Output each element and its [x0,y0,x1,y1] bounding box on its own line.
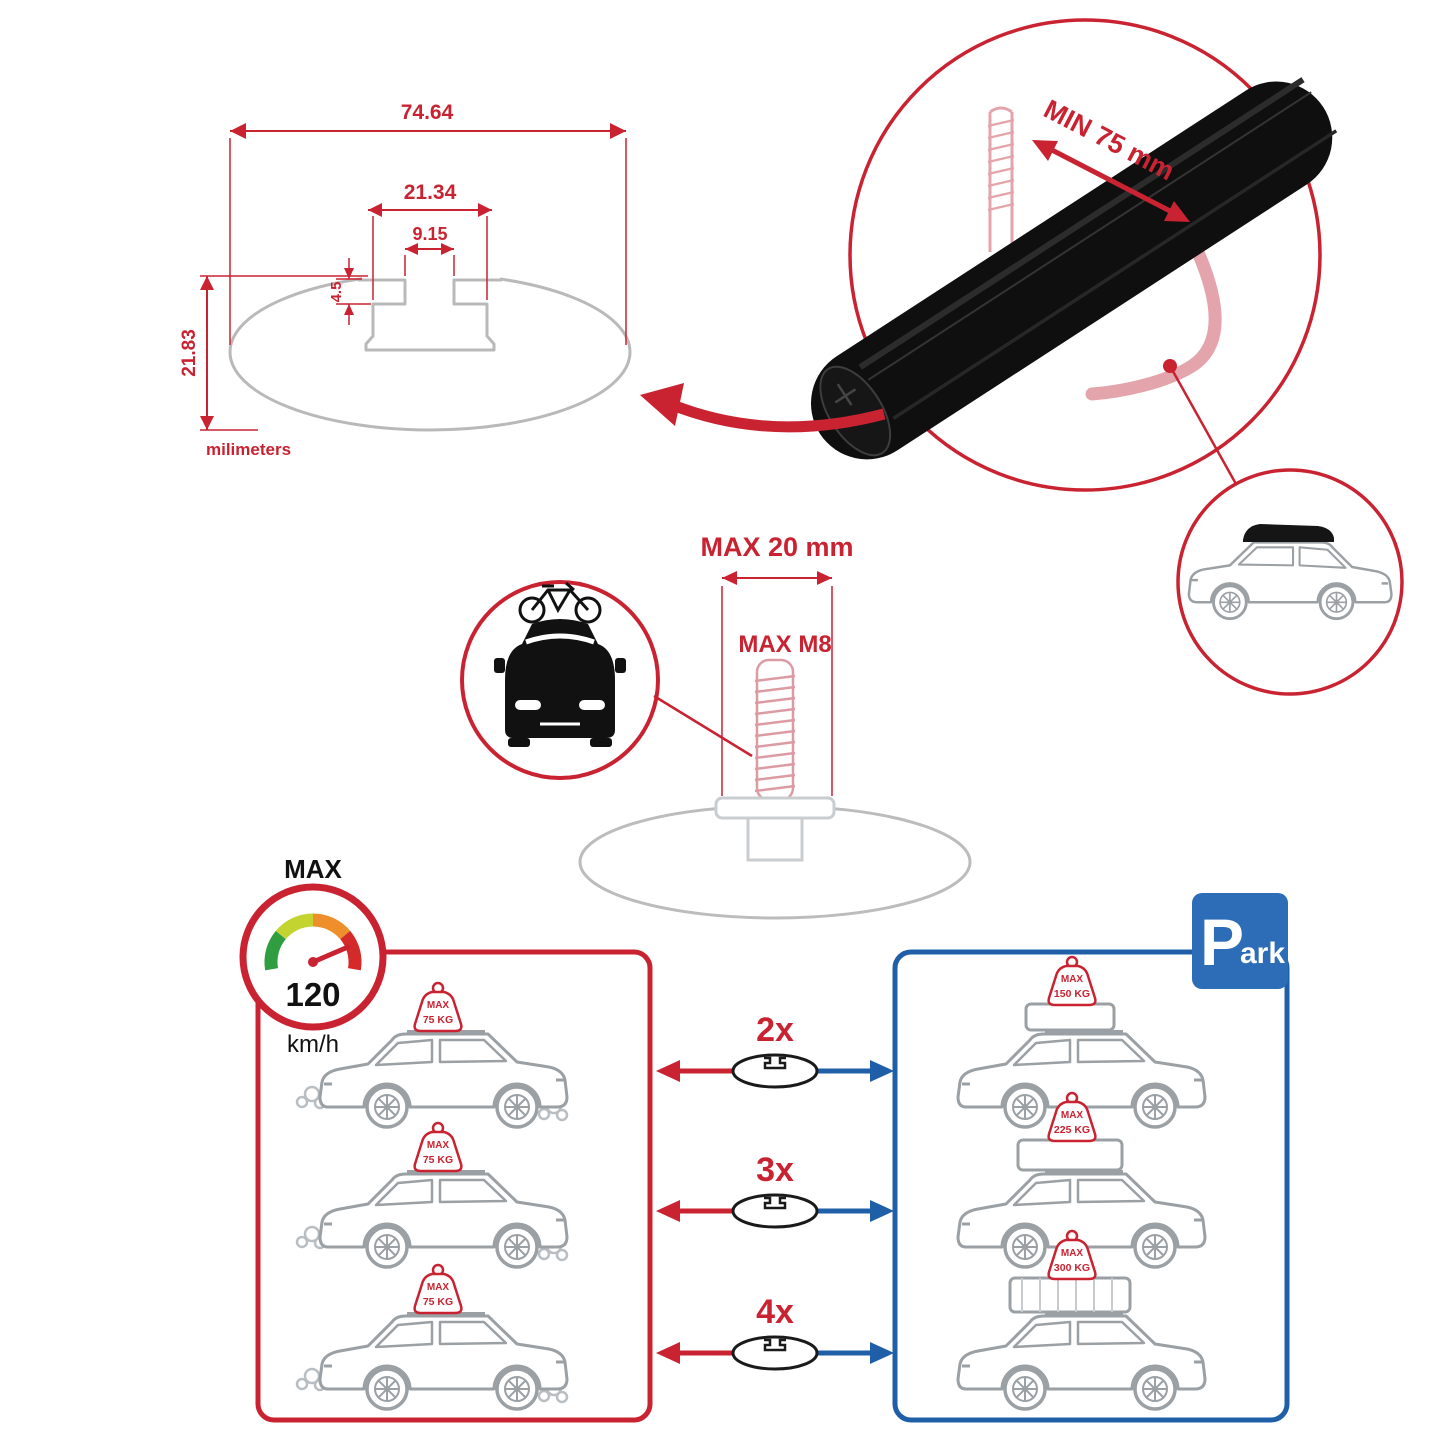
parked-car-row-3: MAX 300 KG [958,1229,1205,1409]
multiplier-label: 3x [756,1151,794,1189]
multiplier-label: 4x [756,1293,794,1331]
parked-car-row-1: MAX 150 KG [958,955,1205,1127]
cargo-max-label: MAX [1061,1248,1084,1259]
cargo-max-label: MAX [427,1282,450,1293]
cargo-weight-label: 150 KG [1054,988,1090,1000]
dim-slot-width: 9.15 [412,224,447,244]
driving-car-row-1: MAX 75 KG [295,981,567,1127]
cargo-weight-label: 225 KG [1054,1124,1090,1136]
bike-on-car-icon [460,580,753,780]
crossbar-profile-icon [731,1335,819,1371]
bicycle-icon [518,581,602,624]
crossbar-profile-icon [731,1053,819,1089]
parking-sign: P ark [1192,893,1288,989]
bolt-diagram: MAX 20 mm MAX M8 [578,532,972,920]
cross-section-diagram: 74.64 21.34 9.15 4.5 21.83 [179,101,632,459]
callout-line [1168,365,1238,485]
crossbar-profile-icon [731,1193,819,1229]
dim-slot-depth: 4.5 [328,282,345,303]
callout-line [653,694,753,758]
gauge-needle [310,944,351,965]
callout-arrow [667,398,886,433]
dim-channel-width: 21.34 [404,181,457,204]
multiplier-label: 2x [756,1011,794,1049]
driving-car-row-2: MAX 75 KG [295,1121,567,1267]
crossbar-3d [810,77,1338,460]
driving-car-row-3: MAX 75 KG [295,1263,567,1409]
cargo-max-label: MAX [1061,1110,1084,1121]
bolt-thread-icon [754,658,796,802]
crossbar-detail-circle: MIN 75 mm [640,18,1338,492]
speed-max-label: MAX [284,854,342,884]
speed-limit-gauge: MAX 120 km/h [239,854,387,1058]
cargo-weight-label: 75 KG [423,1014,453,1026]
cargo-max-label: MAX [427,1140,450,1151]
cargo-weight-label: 75 KG [423,1154,453,1166]
conversion-row-3: 4x [656,1293,894,1371]
dim-total-height: 21.83 [179,329,200,377]
units-label: milimeters [206,440,291,459]
cargo-max-label: MAX [427,1000,450,1011]
roof-cargo-box [1024,1002,1116,1032]
t-nut-plate [714,796,836,820]
t-nut-stem [746,816,804,862]
roof-cargo-box [1016,1138,1124,1172]
conversion-row-1: 2x [656,1011,894,1089]
dim-total-width: 74.64 [401,101,454,124]
cargo-weight-label: 300 KG [1054,1262,1090,1274]
car-front-icon [494,619,626,747]
speed-units: km/h [287,1031,339,1058]
parked-car-row-2: MAX 225 KG [958,1091,1205,1267]
roof-box [1243,524,1334,542]
cargo-weight-label: 75 KG [423,1296,453,1308]
speed-value: 120 [285,976,340,1013]
suv-roofbox-icon [1176,468,1404,696]
t-slot-channel [358,278,502,352]
bolt-thread-label: MAX M8 [738,631,831,658]
u-bolt-clamp-icon [987,106,1222,401]
cargo-max-label: MAX [1061,974,1084,985]
bolt-max-length-label: MAX 20 mm [700,532,853,562]
parking-sign-rest: ark [1240,937,1285,970]
callout-arrowhead [640,383,684,426]
conversion-row-2: 3x [656,1151,894,1229]
parking-sign-letter: P [1200,905,1244,979]
